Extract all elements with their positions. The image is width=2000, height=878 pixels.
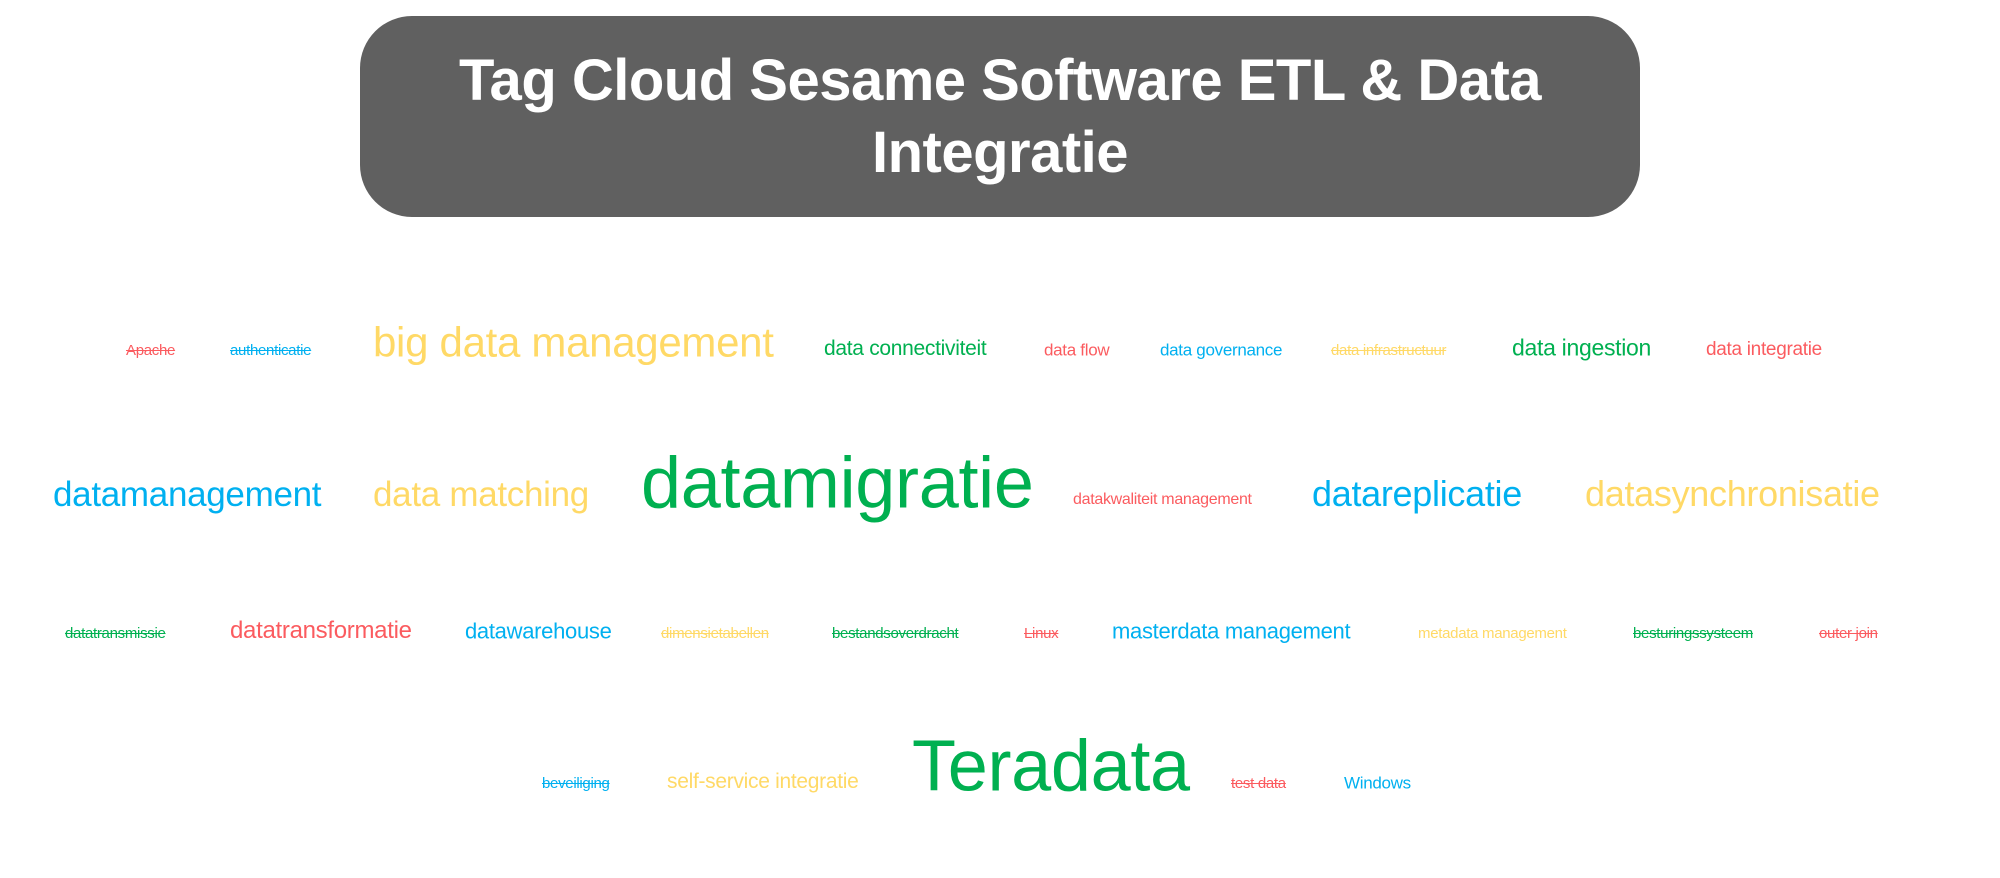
- tag-link[interactable]: datamigratie: [641, 443, 1034, 524]
- tag-link[interactable]: data flow: [1044, 340, 1110, 360]
- tag-link[interactable]: besturingssysteem: [1633, 625, 1753, 642]
- tag-link[interactable]: metadata management: [1418, 625, 1567, 642]
- tag-link[interactable]: self-service integratie: [667, 770, 859, 794]
- tag-link[interactable]: datasynchronisatie: [1585, 473, 1880, 515]
- tag-link[interactable]: Apache: [126, 342, 176, 359]
- tag-link[interactable]: outer join: [1819, 625, 1878, 642]
- tag-link[interactable]: data integratie: [1706, 338, 1822, 360]
- tag-link[interactable]: data connectiviteit: [824, 337, 987, 361]
- tag-link[interactable]: Teradata: [912, 726, 1190, 807]
- tag-link[interactable]: datamanagement: [53, 475, 322, 514]
- tag-link[interactable]: data governance: [1160, 340, 1283, 360]
- tag-link[interactable]: datatransmissie: [65, 625, 166, 642]
- tag-link[interactable]: test data: [1231, 775, 1286, 792]
- tag-link[interactable]: bestandsoverdracht: [832, 625, 959, 642]
- tag-link[interactable]: dimensietabellen: [661, 625, 769, 642]
- tag-link[interactable]: datatransformatie: [230, 616, 412, 644]
- tag-link[interactable]: big data management: [373, 318, 774, 366]
- tag-link[interactable]: Windows: [1344, 773, 1411, 793]
- tag-link[interactable]: beveiliging: [542, 775, 610, 792]
- tag-link[interactable]: authenticatie: [230, 342, 312, 359]
- title-banner: Tag Cloud Sesame Software ETL & Data Int…: [360, 16, 1640, 217]
- tag-link[interactable]: datareplicatie: [1312, 473, 1522, 515]
- tag-link[interactable]: data ingestion: [1512, 334, 1652, 361]
- tag-link[interactable]: datakwaliteit management: [1073, 491, 1252, 509]
- page-title: Tag Cloud Sesame Software ETL & Data Int…: [458, 47, 1542, 185]
- tag-link[interactable]: data matching: [373, 475, 589, 514]
- tag-link[interactable]: Linux: [1024, 625, 1059, 642]
- tag-link[interactable]: masterdata management: [1112, 618, 1351, 644]
- tag-link[interactable]: data infrastructuur: [1331, 342, 1447, 359]
- tag-link[interactable]: datawarehouse: [465, 618, 612, 644]
